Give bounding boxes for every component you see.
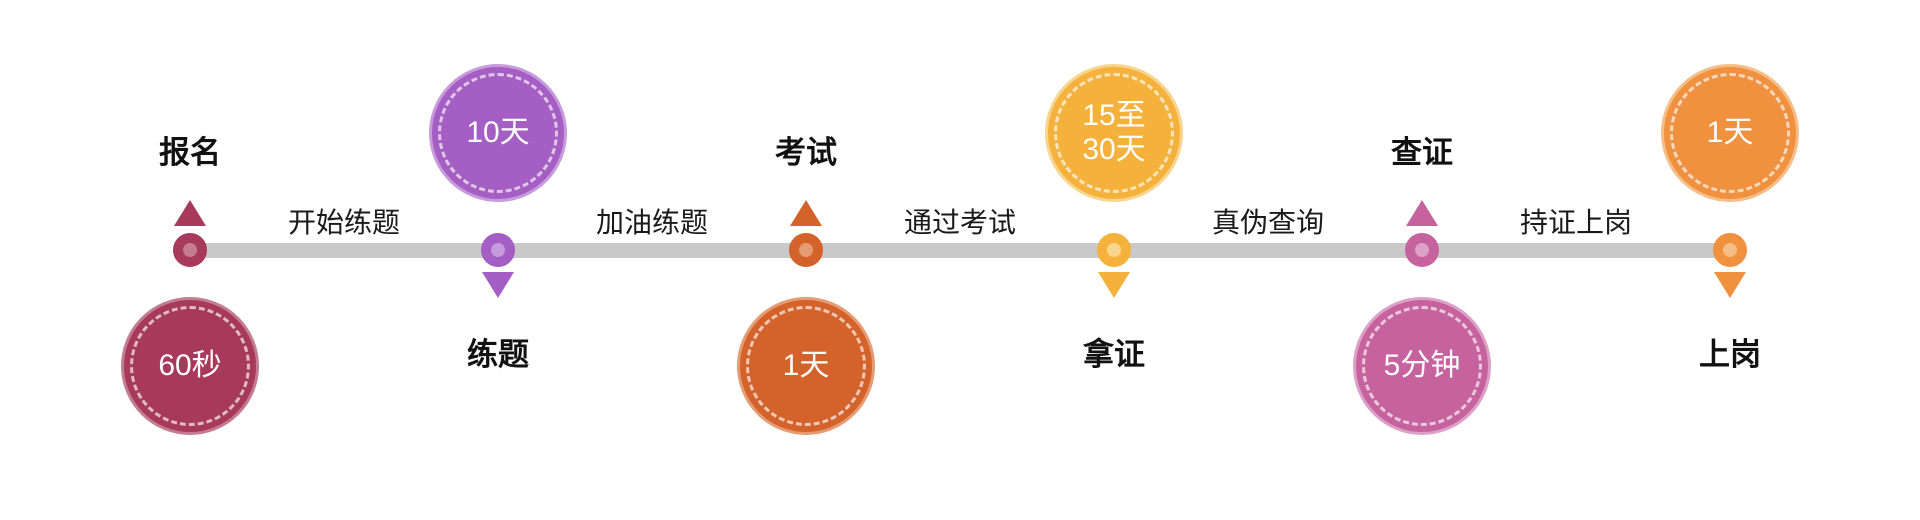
clock-badge: 60秒: [121, 297, 259, 435]
duration-text: 1天: [1706, 115, 1754, 149]
timeline-dot: [1405, 233, 1439, 267]
triangle-up-icon: [1406, 200, 1438, 226]
timeline-bar: [186, 243, 1732, 258]
node-signup: 报名 60秒: [90, 0, 290, 520]
duration-text: 10天: [466, 115, 530, 149]
node-label: 练题: [467, 337, 529, 372]
node-label: 拿证: [1083, 337, 1145, 372]
node-label: 上岗: [1699, 337, 1761, 372]
segment-label-keep-practice: 加油练题: [595, 207, 708, 238]
clock-badge: 15至 30天: [1045, 64, 1183, 202]
timeline-dot: [1097, 233, 1131, 267]
duration-text: 60秒: [158, 348, 222, 382]
segment-label-start-practice: 开始练题: [287, 207, 400, 238]
clock-badge: 5分钟: [1353, 297, 1491, 435]
node-verify-certificate: 查证 5分钟: [1322, 0, 1522, 520]
duration-text: 1天: [782, 348, 830, 382]
node-start-work: 1天 上岗: [1630, 0, 1830, 520]
node-exam: 考试 1天: [706, 0, 906, 520]
node-label: 考试: [775, 135, 837, 170]
triangle-up-icon: [790, 200, 822, 226]
node-label: 报名: [159, 135, 221, 170]
triangle-up-icon: [174, 200, 206, 226]
clock-badge: 1天: [1661, 64, 1799, 202]
timeline-dot: [173, 233, 207, 267]
clock-badge: 1天: [737, 297, 875, 435]
duration-text: 5分钟: [1383, 348, 1461, 382]
triangle-down-icon: [1098, 272, 1130, 298]
triangle-down-icon: [1714, 272, 1746, 298]
triangle-down-icon: [482, 272, 514, 298]
clock-badge: 10天: [429, 64, 567, 202]
timeline-dot: [481, 233, 515, 267]
node-label: 查证: [1391, 135, 1453, 170]
segment-label-work-with-cert: 持证上岗: [1519, 207, 1632, 238]
node-practice: 10天 练题: [398, 0, 598, 520]
segment-label-verify-query: 真伪查询: [1211, 207, 1324, 238]
segment-label-pass-exam: 通过考试: [903, 207, 1016, 238]
timeline-dot: [1713, 233, 1747, 267]
timeline-dot: [789, 233, 823, 267]
duration-text: 15至 30天: [1082, 98, 1146, 167]
node-get-certificate: 15至 30天 拿证: [1014, 0, 1214, 520]
